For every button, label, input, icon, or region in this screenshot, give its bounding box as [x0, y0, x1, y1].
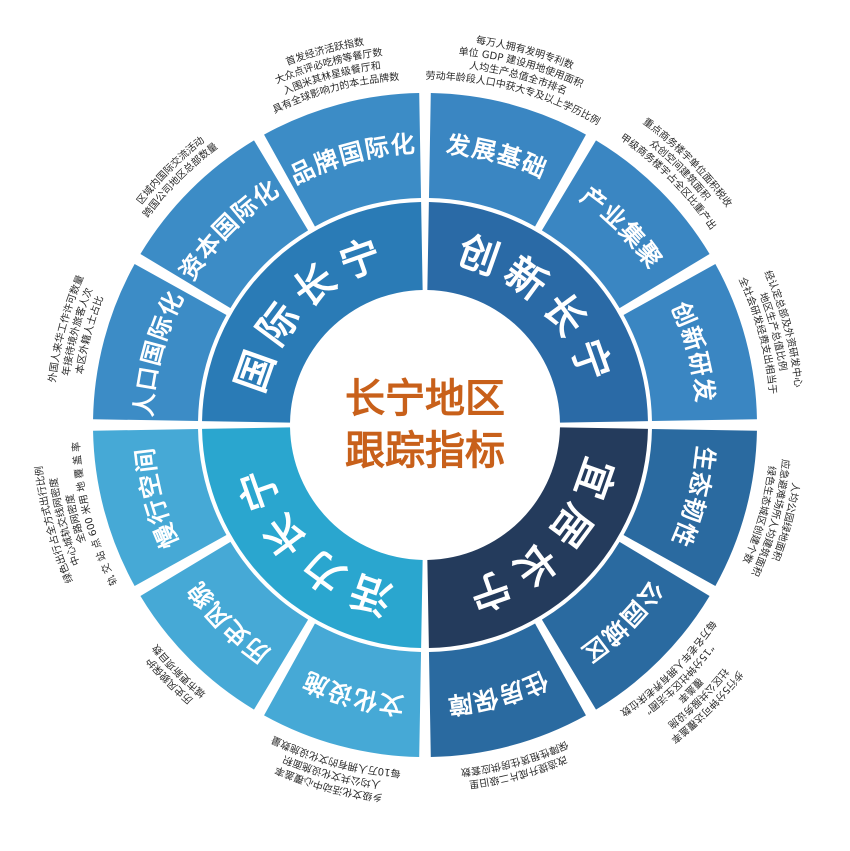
outer-segment-8	[93, 428, 227, 586]
outer-segment-9	[93, 264, 227, 422]
outer-segment-6	[264, 623, 422, 757]
center-title-line2: 跟踪指标	[345, 428, 505, 474]
outer-segment-10	[140, 140, 309, 309]
outer-segment-4	[541, 541, 710, 710]
center-title-line1: 长宁地区	[345, 376, 505, 422]
outer-segment-3	[623, 428, 757, 586]
inner-segment-livable	[427, 427, 648, 648]
outer-ring: 发展基础产业集聚创新研发生态韧性公园城区住房保障文化设施历史风貌慢行空间人口国际…	[93, 93, 757, 757]
center-title: 长宁地区 跟踪指标	[345, 376, 505, 474]
inner-segment-international	[202, 202, 423, 423]
outer-segment-0	[428, 93, 586, 227]
inner-segment-vitality	[202, 427, 423, 648]
inner-segment-innovation	[427, 202, 648, 423]
outer-segment-2	[623, 264, 757, 422]
outer-segment-5	[428, 623, 586, 757]
outer-segment-1	[541, 140, 710, 309]
outer-segment-11	[264, 93, 422, 227]
outer-segment-7	[140, 541, 309, 710]
